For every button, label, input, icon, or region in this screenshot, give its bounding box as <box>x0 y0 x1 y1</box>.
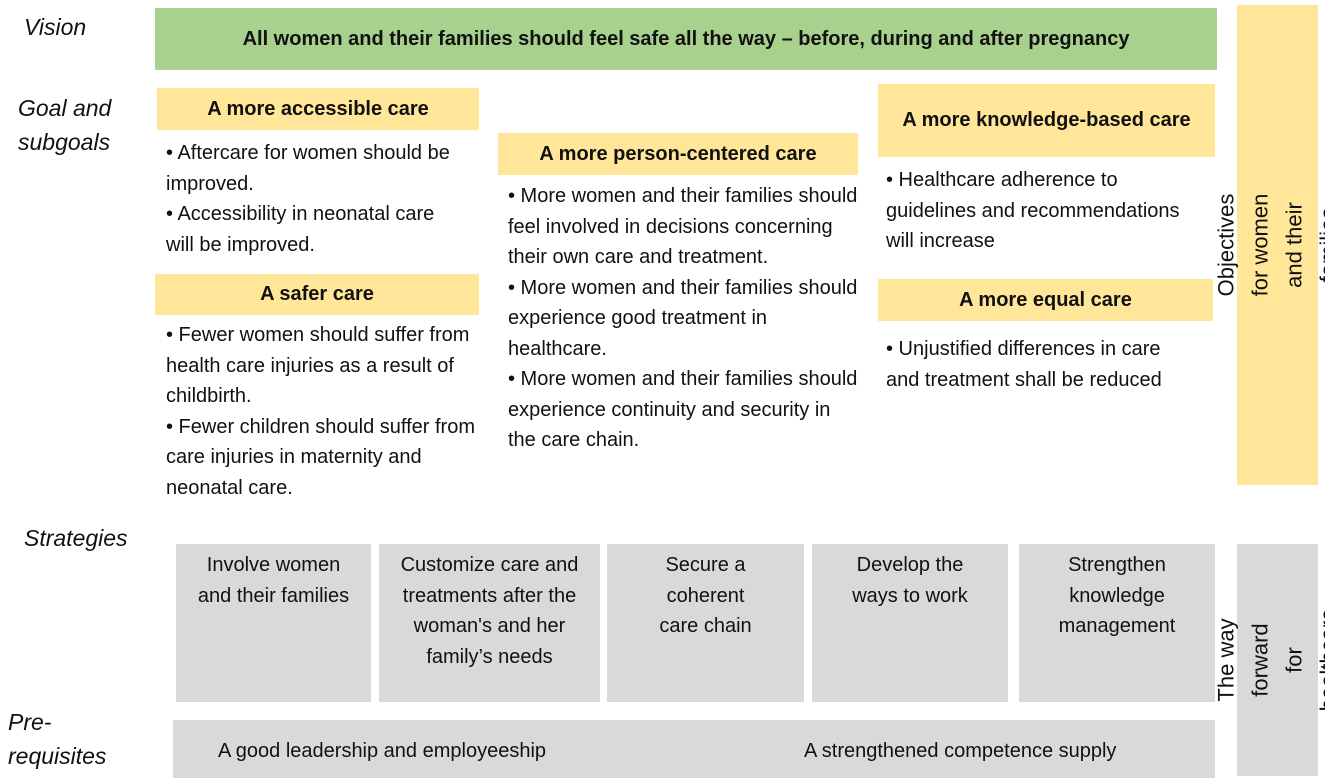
goal-person-centered-bullet: • More women and their families should e… <box>508 276 858 360</box>
prereq-row-label-line1: Pre- <box>8 709 52 735</box>
goal-safer-bullet: • Fewer children should suffer from care… <box>166 415 475 499</box>
objectives-label: Objectives for women and their families <box>1213 193 1325 297</box>
goal-row-label: Goal and subgoals <box>18 91 111 159</box>
goal-row-label-line2: subgoals <box>18 129 111 155</box>
strategies-row-label: Strategies <box>24 525 128 551</box>
goal-accessible-bullet: • Accessibility in neonatal care will be… <box>166 203 435 256</box>
vision-statement: All women and their families should feel… <box>155 8 1217 70</box>
goal-safer-bullets: • Fewer women should suffer from health … <box>166 320 481 503</box>
goal-equal-bullets: • Unjustified differences in care and tr… <box>886 334 1186 395</box>
goal-row-label-line1: Goal and <box>18 95 112 121</box>
goal-person-centered-bullets: • More women and their families should f… <box>508 181 863 456</box>
goal-knowledge-title: A more knowledge-based care <box>878 84 1215 157</box>
prerequisites-row-label: Pre- requisites <box>8 705 106 773</box>
prerequisite-item: A good leadership and employeeship <box>218 740 547 762</box>
goal-safer-bullet: • Fewer women should suffer from health … <box>166 324 470 407</box>
strategy-label: Customize care and treatments after the … <box>400 554 579 668</box>
goal-person-centered-title: A more person-centered care <box>498 133 858 175</box>
prerequisite-item: A strengthened competence supply <box>804 740 1117 762</box>
strategy-label: Involve women and their families <box>197 554 350 607</box>
vision-row-label: Vision <box>24 14 87 40</box>
goal-knowledge-bullets: • Healthcare adherence to guidelines and… <box>886 165 1211 257</box>
strategy-box: Develop the ways to work <box>812 544 1008 702</box>
strategy-label: Develop the ways to work <box>852 554 968 607</box>
goal-equal-title: A more equal care <box>878 279 1213 321</box>
goal-accessible-bullets: • Aftercare for women should be improved… <box>166 138 466 260</box>
goal-person-centered-bullet: • More women and their families should f… <box>508 185 858 268</box>
strategy-box: Customize care and treatments after the … <box>379 544 600 702</box>
goal-knowledge-bullet: • Healthcare adherence to guidelines and… <box>886 169 1180 252</box>
goal-equal-bullet: • Unjustified differences in care and tr… <box>886 338 1162 391</box>
strategy-box: Strengthen knowledge management <box>1019 544 1215 702</box>
goal-accessible-bullet: • Aftercare for women should be improved… <box>166 142 450 195</box>
strategy-label: Strengthen knowledge management <box>1058 554 1176 637</box>
prerequisites-band <box>173 720 1215 778</box>
strategy-label: Secure a coherent care chain <box>659 554 752 637</box>
objectives-side-band: Objectives for women and their families <box>1214 5 1325 485</box>
way-forward-side-band: The way forward for healthcare <box>1214 544 1325 776</box>
strategy-box: Secure a coherent care chain <box>607 544 804 702</box>
goal-person-centered-bullet: • More women and their families should e… <box>508 368 858 451</box>
goal-accessible-title: A more accessible care <box>157 88 479 130</box>
strategy-box: Involve women and their families <box>176 544 371 702</box>
prereq-row-label-line2: requisites <box>8 743 107 769</box>
goal-safer-title: A safer care <box>155 274 479 315</box>
way-forward-label: The way forward for healthcare <box>1213 608 1325 712</box>
